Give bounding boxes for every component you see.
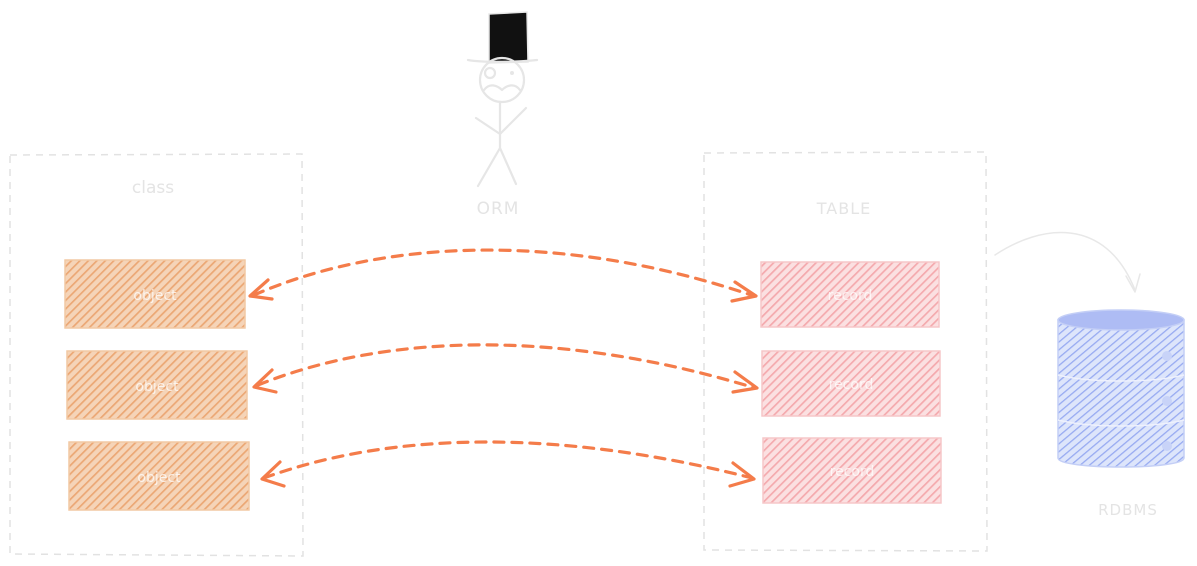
orm-stick-figure <box>466 11 539 188</box>
database-indicator-icon <box>1162 351 1172 361</box>
mapping-arrow-line <box>256 343 757 390</box>
mapping-arrow <box>248 248 758 303</box>
head-outline <box>478 56 526 104</box>
arrow-head-left-icon <box>248 278 274 301</box>
record-row: record <box>760 261 940 328</box>
database-band <box>1057 374 1185 427</box>
persist-arrow-head-icon <box>1125 273 1141 293</box>
arrow-head-right-icon <box>731 370 759 394</box>
class-container-frame <box>9 153 304 557</box>
object-row-label: object <box>135 379 179 395</box>
mapping-arrow-line <box>262 440 754 480</box>
arrow-head-left-icon <box>260 460 286 488</box>
table-container-title: TABLE <box>816 199 871 218</box>
object-row-fill <box>68 441 250 511</box>
persist-arrow <box>994 231 1141 293</box>
object-row: object <box>64 259 246 329</box>
orm-label: ORM <box>477 199 520 219</box>
table-container: TABLE <box>703 151 988 552</box>
object-row: object <box>66 350 248 420</box>
object-row-label: object <box>137 470 181 486</box>
arrow-head-right-icon <box>730 280 758 303</box>
record-row-label: record <box>829 377 874 393</box>
record-row-fill <box>761 350 941 417</box>
record-row-label: record <box>828 288 873 304</box>
database-label: RDBMS <box>1098 501 1158 519</box>
persist-arrow-line <box>994 231 1136 291</box>
table-container-frame <box>703 151 988 552</box>
database-indicator-icon <box>1162 441 1172 451</box>
database-indicator-icon <box>1162 396 1172 406</box>
top-hat-icon <box>488 11 529 64</box>
monocle-icon <box>483 66 497 80</box>
object-row: object <box>68 441 250 511</box>
record-row: record <box>762 437 942 504</box>
eye-icon <box>510 71 514 75</box>
hat-brim <box>466 58 539 63</box>
mapping-arrow <box>252 343 759 394</box>
database-top <box>1057 309 1185 331</box>
mustache-icon <box>482 84 522 92</box>
database-icon <box>1057 309 1185 468</box>
mapping-arrow-line <box>252 248 756 298</box>
record-row-fill <box>762 437 942 504</box>
stick-body <box>474 100 528 188</box>
object-row-label: object <box>133 288 177 304</box>
record-row-fill <box>760 261 940 328</box>
record-row-label: record <box>830 464 875 480</box>
mapping-arrow <box>260 440 756 488</box>
object-row-fill <box>66 350 248 420</box>
object-row-fill <box>64 259 246 329</box>
database-body <box>1057 319 1185 468</box>
class-container-title: class <box>132 178 174 198</box>
arrow-head-right-icon <box>728 461 756 488</box>
record-row: record <box>761 350 941 417</box>
class-container: class <box>9 153 304 557</box>
arrow-head-left-icon <box>252 368 278 394</box>
